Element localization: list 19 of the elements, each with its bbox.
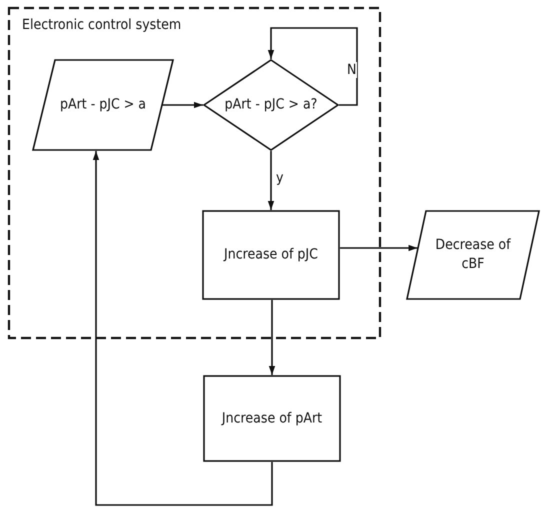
system-boundary (8, 7, 381, 339)
arrow (340, 244, 418, 252)
arrow (162, 102, 203, 108)
arrow (268, 151, 274, 210)
process-box (203, 375, 341, 462)
decision-diamond (203, 59, 339, 151)
group-title: Electronic control system (22, 17, 182, 33)
node-text: Jncrease of pJC (222, 246, 319, 264)
input-output-parallelogram (32, 59, 174, 151)
edge-label: N (346, 62, 358, 78)
node-text: Decrease of cBF (434, 236, 512, 274)
input-output-parallelogram (406, 210, 540, 300)
arrow (268, 27, 358, 106)
arrow (92, 151, 273, 506)
arrow (268, 300, 276, 375)
node-text: pArt - pJC > a? (224, 96, 318, 114)
node-text: Jncrease of pArt (220, 409, 324, 428)
process-box (202, 210, 340, 300)
node-text: pArt - pJC > a (58, 96, 148, 114)
